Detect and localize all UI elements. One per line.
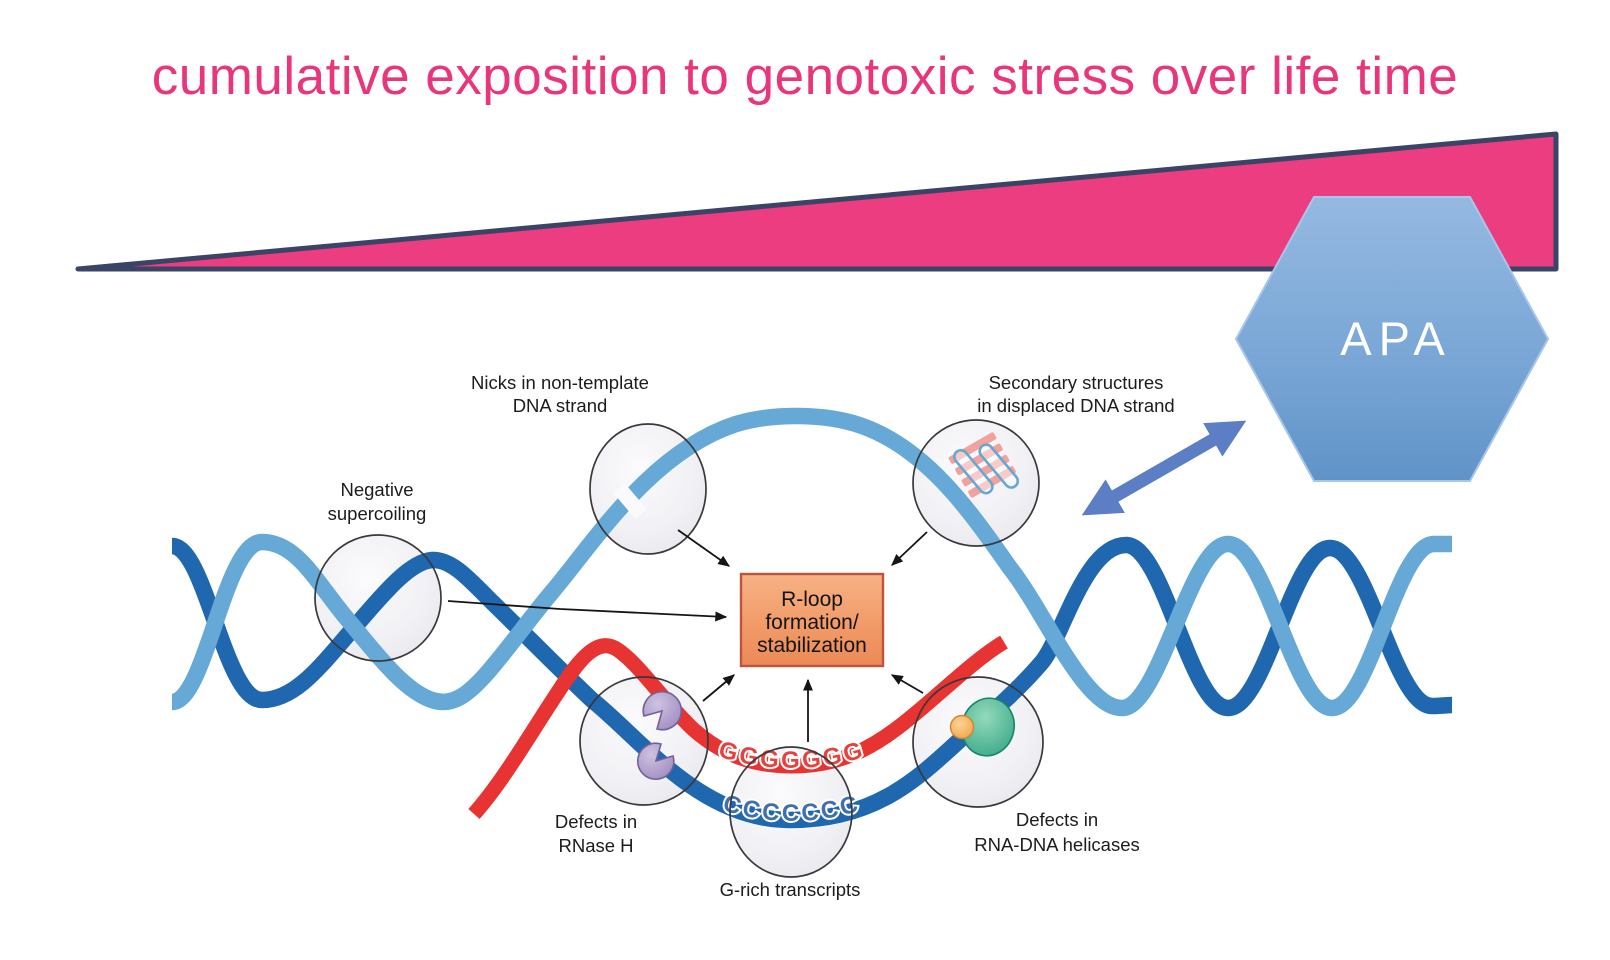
arrow-nicks-to-box — [677, 529, 731, 567]
g-quadruplex-icon — [948, 432, 1020, 498]
label-secondary-line1: Secondary structures — [989, 372, 1164, 393]
label-supercoiling-line1: Negative — [340, 479, 413, 500]
hairpin-loop-2 — [978, 443, 1020, 489]
hairpin-loop-1 — [953, 448, 994, 495]
arrow-helicase-to-box — [890, 674, 924, 694]
cause-arrows — [447, 529, 928, 742]
pacman-2 — [637, 742, 675, 780]
dna-nontemplate-strand — [169, 407, 1452, 717]
label-helicases-line2: RNA-DNA helicases — [974, 834, 1140, 855]
apa-hexagon — [1234, 196, 1550, 482]
label-helicases-line1: Defects in — [1016, 809, 1098, 830]
label-nicks-line1: Nicks in non-template — [471, 372, 649, 393]
arrow-supercoil-to-box — [447, 600, 728, 622]
rloop-box — [739, 572, 885, 668]
growth-wedge-icon — [75, 131, 1559, 272]
label-supercoiling-line2: supercoiling — [328, 503, 427, 524]
bubble-outlines — [314, 419, 1044, 878]
apa-label: APA — [1340, 312, 1452, 365]
rnase-pacman-icon — [637, 690, 683, 780]
double-arrow-icon — [1081, 420, 1247, 516]
g-rich-sequence: GGGGGGG — [716, 736, 868, 774]
rloop-box-line3: stabilization — [757, 634, 867, 657]
bubble-fills — [315, 420, 1043, 877]
label-grich: G-rich transcripts — [720, 879, 861, 900]
rloop-box-line2: formation/ — [765, 611, 859, 634]
label-secondary-line2: in displaced DNA strand — [977, 395, 1174, 416]
helicase-cofactor — [949, 714, 975, 740]
label-rnase-line2: RNase H — [558, 835, 633, 856]
pacman-1 — [642, 690, 683, 731]
helicase-icon — [949, 697, 1016, 757]
rloop-box-line1: R-loop — [781, 588, 843, 611]
nick-gap-icon — [613, 483, 647, 519]
figure-labels: Nicks in non-template DNA strand Seconda… — [328, 372, 1175, 900]
slide-title: cumulative exposition to genotoxic stres… — [151, 47, 1459, 106]
arrow-rnase-to-box — [702, 674, 735, 702]
rna-strand — [468, 635, 1008, 819]
label-rnase-line1: Defects in — [555, 811, 637, 832]
label-nicks-line2: DNA strand — [513, 395, 608, 416]
arrow-secondary-to-box — [891, 531, 928, 566]
